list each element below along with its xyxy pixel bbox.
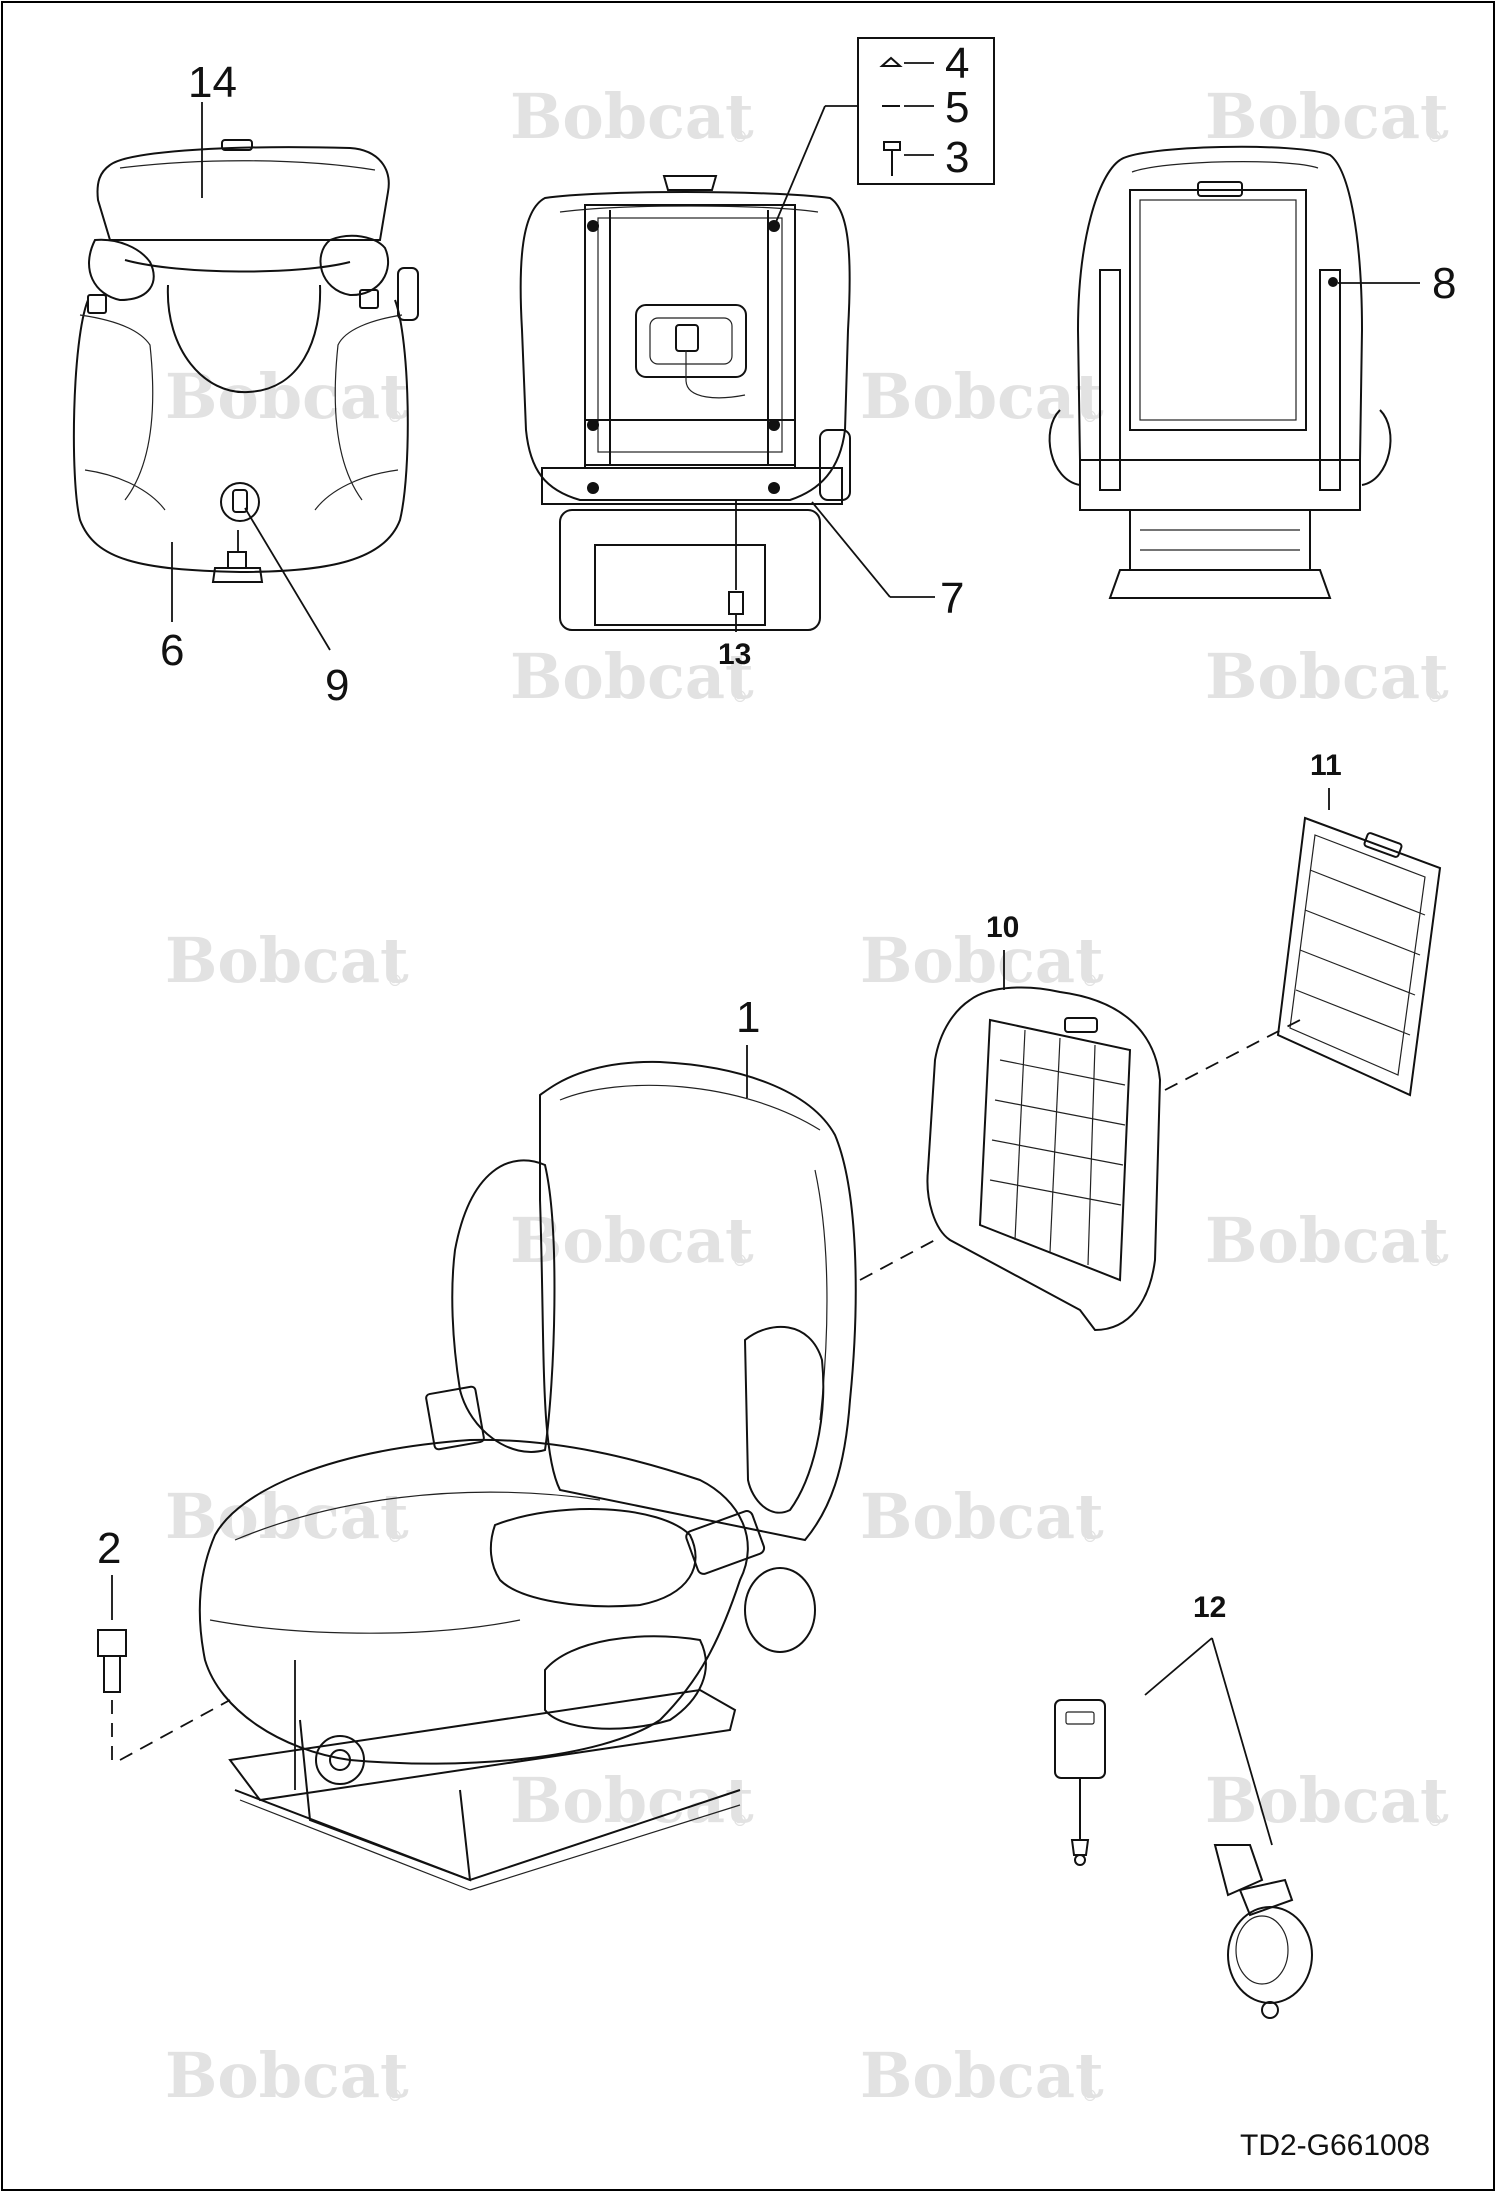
watermark: Bobcat® bbox=[860, 1480, 1104, 1553]
seat-frame-rear-view bbox=[519, 175, 851, 631]
svg-text:Bobcat: Bobcat bbox=[1205, 1764, 1449, 1837]
svg-text:Bobcat: Bobcat bbox=[165, 924, 409, 997]
back-panel bbox=[1276, 816, 1442, 1097]
callout-1: 1 bbox=[736, 993, 760, 1098]
callout-9: 9 bbox=[244, 507, 349, 710]
svg-text:®: ® bbox=[732, 1251, 748, 1270]
callout-14: 14 bbox=[188, 58, 237, 198]
svg-text:®: ® bbox=[387, 971, 403, 990]
callout-13: 13 bbox=[718, 614, 751, 671]
svg-text:®: ® bbox=[732, 1811, 748, 1830]
watermark-layer: Bobcat® Bobcat® Bobcat® Bobcat® Bobcat® … bbox=[165, 80, 1449, 2112]
svg-text:®: ® bbox=[1082, 407, 1098, 426]
svg-text:®: ® bbox=[1427, 687, 1443, 706]
watermark: Bobcat® bbox=[510, 640, 754, 713]
callout-label: 13 bbox=[718, 638, 751, 671]
watermark: Bobcat® bbox=[1205, 1764, 1449, 1837]
backrest-shell bbox=[926, 986, 1162, 1332]
watermark: Bobcat® bbox=[165, 1480, 409, 1553]
callout-label: 9 bbox=[325, 661, 349, 710]
svg-text:®: ® bbox=[387, 2086, 403, 2105]
svg-text:®: ® bbox=[1082, 2086, 1098, 2105]
svg-text:Bobcat: Bobcat bbox=[165, 2039, 409, 2112]
seat-belt bbox=[1054, 1699, 1313, 2019]
assembly-line bbox=[859, 1239, 936, 1281]
cushion-rear-view bbox=[72, 139, 419, 583]
svg-text:Bobcat: Bobcat bbox=[165, 360, 409, 433]
callout-label: 8 bbox=[1432, 259, 1456, 308]
svg-text:®: ® bbox=[1082, 971, 1098, 990]
svg-text:®: ® bbox=[387, 407, 403, 426]
callout-label: 7 bbox=[940, 574, 964, 623]
svg-text:Bobcat: Bobcat bbox=[1205, 1204, 1449, 1277]
watermark: Bobcat® bbox=[165, 2039, 409, 2112]
watermark: Bobcat® bbox=[860, 924, 1104, 997]
svg-text:Bobcat: Bobcat bbox=[860, 924, 1104, 997]
svg-text:Bobcat: Bobcat bbox=[1205, 640, 1449, 713]
watermark: Bobcat® bbox=[510, 1764, 754, 1837]
svg-text:Bobcat: Bobcat bbox=[1205, 80, 1449, 153]
callout-7: 7 bbox=[811, 501, 964, 623]
callout-label: 11 bbox=[1310, 749, 1342, 782]
svg-text:Bobcat: Bobcat bbox=[165, 1480, 409, 1553]
watermark: Bobcat® bbox=[165, 360, 409, 433]
drawing-id: TD2-G661008 bbox=[1240, 2129, 1430, 2162]
callout-label: 14 bbox=[188, 58, 237, 107]
callout-12: 12 bbox=[1144, 1591, 1273, 1846]
watermark: Bobcat® bbox=[1205, 640, 1449, 713]
svg-text:Bobcat: Bobcat bbox=[510, 1764, 754, 1837]
callout-5: 5 bbox=[945, 83, 969, 132]
svg-text:Bobcat: Bobcat bbox=[860, 2039, 1104, 2112]
callout-10: 10 bbox=[986, 911, 1019, 990]
svg-text:®: ® bbox=[1427, 1251, 1443, 1270]
callout-4: 4 bbox=[945, 39, 969, 88]
callout-2: 2 bbox=[97, 1524, 231, 1761]
callout-6: 6 bbox=[160, 542, 184, 675]
callout-8: 8 bbox=[1338, 259, 1456, 308]
seat-assembly-isometric bbox=[198, 1060, 857, 1891]
callout-label: 6 bbox=[160, 626, 184, 675]
svg-text:Bobcat: Bobcat bbox=[860, 1480, 1104, 1553]
assembly-line bbox=[1164, 1019, 1301, 1091]
callout-3: 3 bbox=[945, 133, 969, 182]
watermark: Bobcat® bbox=[1205, 80, 1449, 153]
callout-11: 11 bbox=[1310, 749, 1342, 810]
watermark: Bobcat® bbox=[165, 924, 409, 997]
svg-text:®: ® bbox=[1427, 127, 1443, 146]
seat-front-view bbox=[1048, 145, 1392, 599]
svg-text:Bobcat: Bobcat bbox=[510, 640, 754, 713]
svg-text:®: ® bbox=[387, 1527, 403, 1546]
svg-text:®: ® bbox=[732, 127, 748, 146]
svg-text:Bobcat: Bobcat bbox=[510, 80, 754, 153]
watermark: Bobcat® bbox=[510, 1204, 754, 1277]
svg-text:®: ® bbox=[1082, 1527, 1098, 1546]
callout-label: 10 bbox=[986, 911, 1019, 944]
callout-label: 2 bbox=[97, 1524, 121, 1573]
watermark: Bobcat® bbox=[860, 360, 1104, 433]
svg-text:Bobcat: Bobcat bbox=[860, 360, 1104, 433]
callout-label: 1 bbox=[736, 993, 760, 1042]
svg-text:®: ® bbox=[1427, 1811, 1443, 1830]
watermark: Bobcat® bbox=[860, 2039, 1104, 2112]
watermark: Bobcat® bbox=[1205, 1204, 1449, 1277]
svg-text:Bobcat: Bobcat bbox=[510, 1204, 754, 1277]
watermark: Bobcat® bbox=[510, 80, 754, 153]
svg-text:®: ® bbox=[732, 687, 748, 706]
hardware-inset: 4 5 3 bbox=[775, 37, 995, 223]
callout-label: 12 bbox=[1193, 1591, 1226, 1624]
